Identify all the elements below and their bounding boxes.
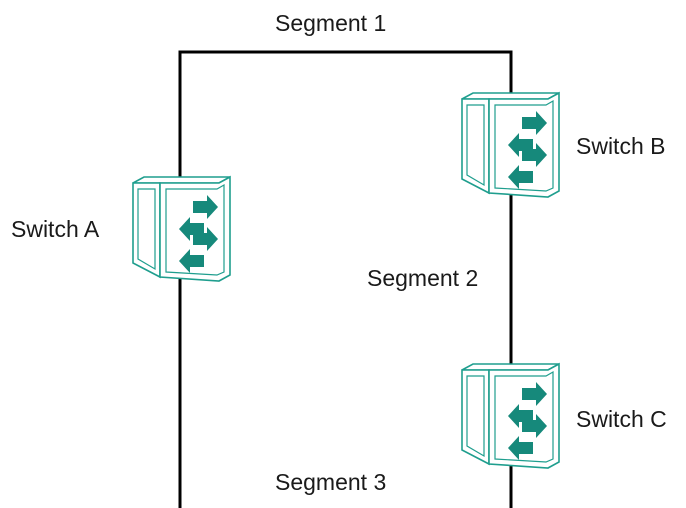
segment-1-label: Segment 1 (275, 10, 386, 36)
switch-b-icon (461, 92, 560, 198)
switch-c-icon (461, 363, 560, 469)
switch-a-icon (132, 176, 231, 282)
switch-a-label: Switch A (11, 216, 100, 242)
switch-c-label: Switch C (576, 406, 667, 432)
segment-3-label: Segment 3 (275, 469, 386, 495)
switch-b-label: Switch B (576, 133, 665, 159)
segment-2-label: Segment 2 (367, 265, 478, 291)
segment-1-link (178, 50, 513, 508)
